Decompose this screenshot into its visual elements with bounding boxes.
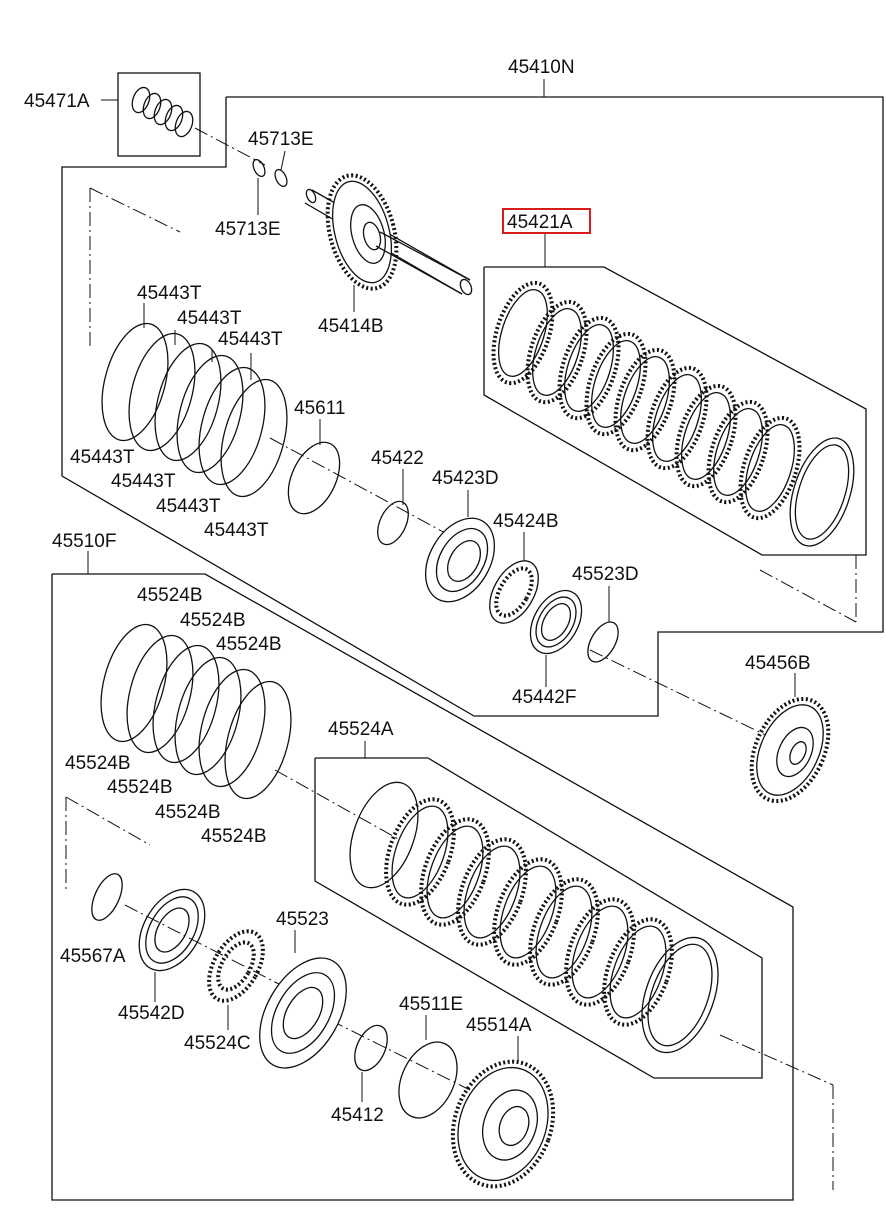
assembly-frame-45510F — [51, 573, 794, 1201]
label-45523D[interactable]: 45523D — [572, 564, 639, 585]
label-45523[interactable]: 45523 — [276, 909, 329, 930]
part-45442F-retainer[interactable] — [520, 582, 592, 663]
label-45414B[interactable]: 45414B — [318, 316, 384, 337]
part-45524B-spring-rings[interactable] — [89, 617, 302, 805]
label-45524B-7[interactable]: 45524B — [201, 826, 267, 847]
label-45524B-2[interactable]: 45524B — [180, 610, 246, 631]
label-45443T-1[interactable]: 45443T — [137, 283, 202, 304]
label-45713E-bottom[interactable]: 45713E — [215, 219, 281, 240]
label-45443T-4[interactable]: 45443T — [70, 447, 135, 468]
part-45524C-spring-plate[interactable] — [198, 922, 274, 1010]
part-45423D-piston[interactable] — [412, 506, 509, 614]
label-45524C[interactable]: 45524C — [184, 1033, 251, 1054]
label-45443T-3[interactable]: 45443T — [218, 329, 283, 350]
part-labels: 45410N 45471A 45713E 45713E 45421A 45414… — [24, 57, 811, 1126]
label-45511E[interactable]: 45511E — [399, 994, 463, 1015]
label-45524B-1[interactable]: 45524B — [137, 585, 203, 606]
part-45471A-spring[interactable] — [129, 85, 196, 139]
part-45523-piston[interactable] — [242, 943, 364, 1083]
label-45524A[interactable]: 45524A — [328, 719, 394, 740]
label-45524B-3[interactable]: 45524B — [216, 634, 282, 655]
label-45412[interactable]: 45412 — [331, 1105, 384, 1126]
leader-lines — [87, 79, 796, 1102]
label-45442F[interactable]: 45442F — [512, 687, 576, 708]
part-45414B-shaft-hub[interactable] — [304, 168, 473, 297]
label-45421A[interactable]: 45421A — [507, 212, 573, 233]
label-45456B[interactable]: 45456B — [745, 653, 811, 674]
label-45422[interactable]: 45422 — [371, 448, 424, 469]
part-45443T-spring-rings[interactable] — [90, 316, 298, 503]
label-45443T-5[interactable]: 45443T — [111, 471, 176, 492]
label-45443T-2[interactable]: 45443T — [177, 308, 242, 329]
part-45524A-clutch-pack[interactable] — [337, 773, 732, 1063]
label-45410N[interactable]: 45410N — [508, 57, 575, 78]
plate-pack-frame-45421A — [483, 266, 867, 556]
label-45611[interactable]: 45611 — [294, 398, 345, 419]
label-45514A[interactable]: 45514A — [466, 1015, 532, 1036]
part-45511E-ring[interactable] — [388, 1033, 469, 1127]
label-45423D[interactable]: 45423D — [432, 468, 499, 489]
label-45471A[interactable]: 45471A — [24, 91, 90, 112]
part-45421A-clutch-pack[interactable] — [482, 276, 866, 554]
part-45412-ring[interactable] — [348, 1020, 394, 1075]
part-45523D-ring[interactable] — [582, 617, 625, 667]
label-45524B-5[interactable]: 45524B — [107, 777, 173, 798]
part-45424B-spring-plate[interactable] — [480, 553, 549, 632]
part-45514A-hub[interactable] — [436, 1047, 570, 1200]
label-45524B-6[interactable]: 45524B — [155, 802, 221, 823]
label-45510F[interactable]: 45510F — [52, 531, 116, 552]
label-45567A[interactable]: 45567A — [60, 946, 126, 967]
assembly-frame-45410N — [61, 96, 884, 717]
spring-box-45471A — [117, 72, 201, 157]
part-45567A-ring[interactable] — [86, 869, 129, 924]
label-45443T-6[interactable]: 45443T — [156, 496, 221, 517]
label-45713E-top[interactable]: 45713E — [248, 129, 314, 150]
label-45524B-4[interactable]: 45524B — [65, 753, 131, 774]
part-45456B-hub[interactable] — [736, 687, 843, 814]
part-45542D-plate[interactable] — [126, 878, 218, 982]
part-45611-ring[interactable] — [278, 434, 350, 521]
label-45424B[interactable]: 45424B — [493, 511, 559, 532]
label-45443T-7[interactable]: 45443T — [204, 520, 269, 541]
label-45542D[interactable]: 45542D — [118, 1003, 185, 1024]
part-45713E-rings[interactable] — [251, 158, 290, 189]
plate-pack-frame-45524A — [314, 757, 763, 1079]
highlight-box-45421A — [502, 208, 591, 234]
